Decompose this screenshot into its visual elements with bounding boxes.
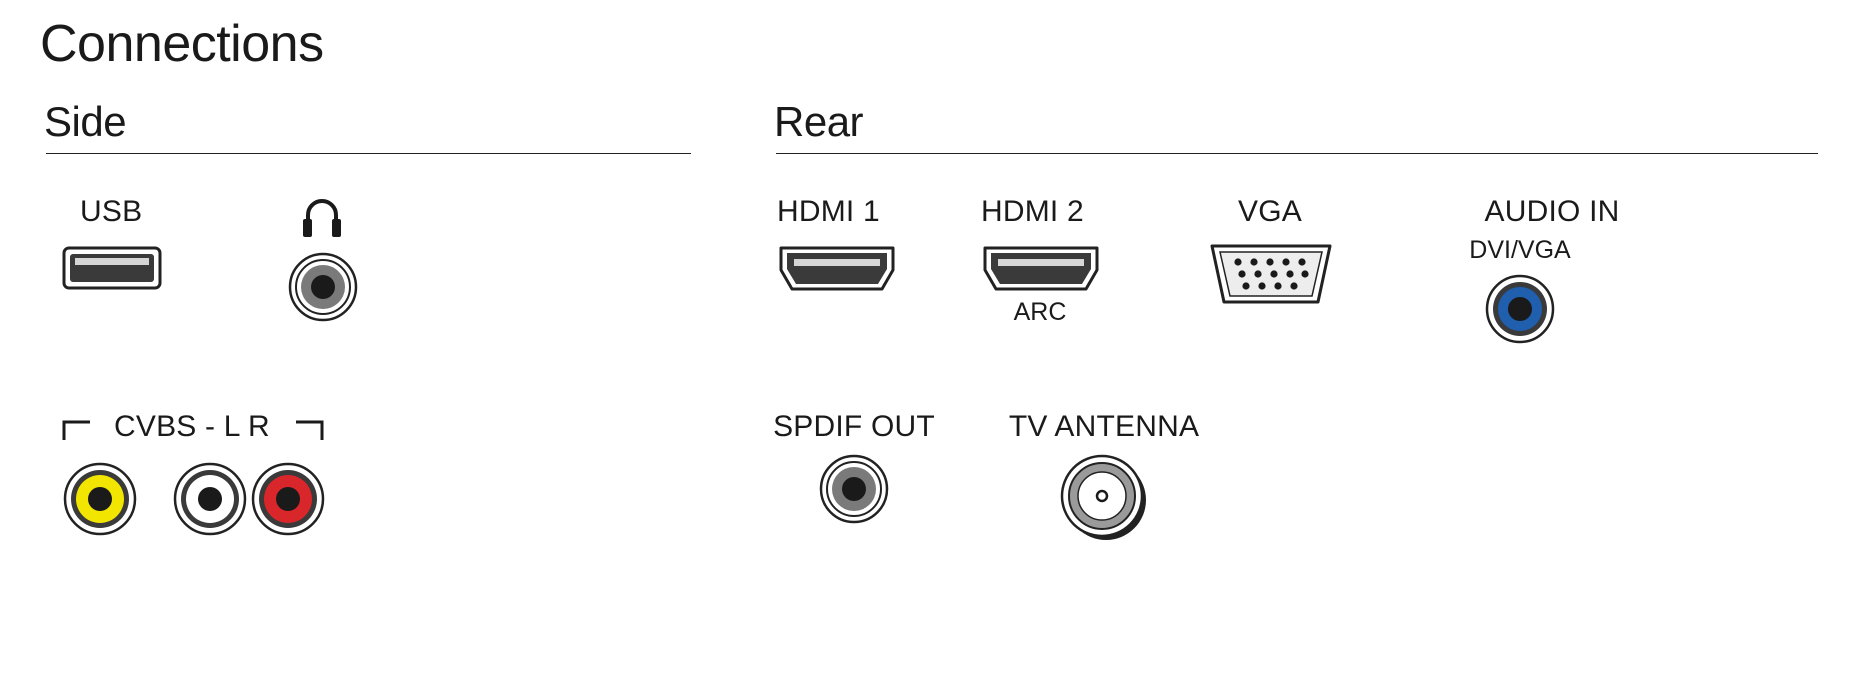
bracket-right bbox=[296, 420, 324, 440]
audio-right-jack bbox=[251, 462, 325, 536]
audio-left-jack bbox=[173, 462, 247, 536]
usb-label: USB bbox=[80, 195, 143, 228]
tv-antenna-label: TV ANTENNA bbox=[1008, 410, 1200, 443]
bracket-left bbox=[62, 420, 90, 440]
tv-antenna-connector bbox=[1060, 454, 1146, 540]
vga-label: VGA bbox=[1238, 195, 1302, 228]
hdmi2-arc-label: ARC bbox=[1013, 298, 1067, 326]
audio-in-jack bbox=[1485, 274, 1555, 344]
section-title-side: Side bbox=[44, 98, 127, 145]
cvbs-label: CVBS - L R bbox=[114, 410, 270, 443]
headphone-icon bbox=[303, 199, 341, 237]
spdif-out-label: SPDIF OUT bbox=[773, 410, 935, 443]
audio-in-sublabel: DVI/VGA bbox=[1469, 236, 1571, 264]
usb-port bbox=[62, 246, 162, 290]
cvbs-video-jack bbox=[63, 462, 137, 536]
section-title-rear: Rear bbox=[774, 98, 864, 145]
divider-side bbox=[46, 153, 691, 154]
hdmi2-port bbox=[983, 246, 1099, 291]
divider-rear bbox=[776, 153, 1818, 154]
hdmi1-label: HDMI 1 bbox=[777, 195, 880, 228]
hdmi2-label: HDMI 2 bbox=[981, 195, 1084, 228]
vga-port bbox=[1210, 244, 1332, 304]
headphone-jack bbox=[288, 252, 358, 322]
spdif-out-jack bbox=[819, 454, 889, 524]
audio-in-label: AUDIO IN bbox=[1484, 195, 1620, 228]
hdmi1-port bbox=[779, 246, 895, 291]
page-title: Connections bbox=[40, 15, 324, 73]
